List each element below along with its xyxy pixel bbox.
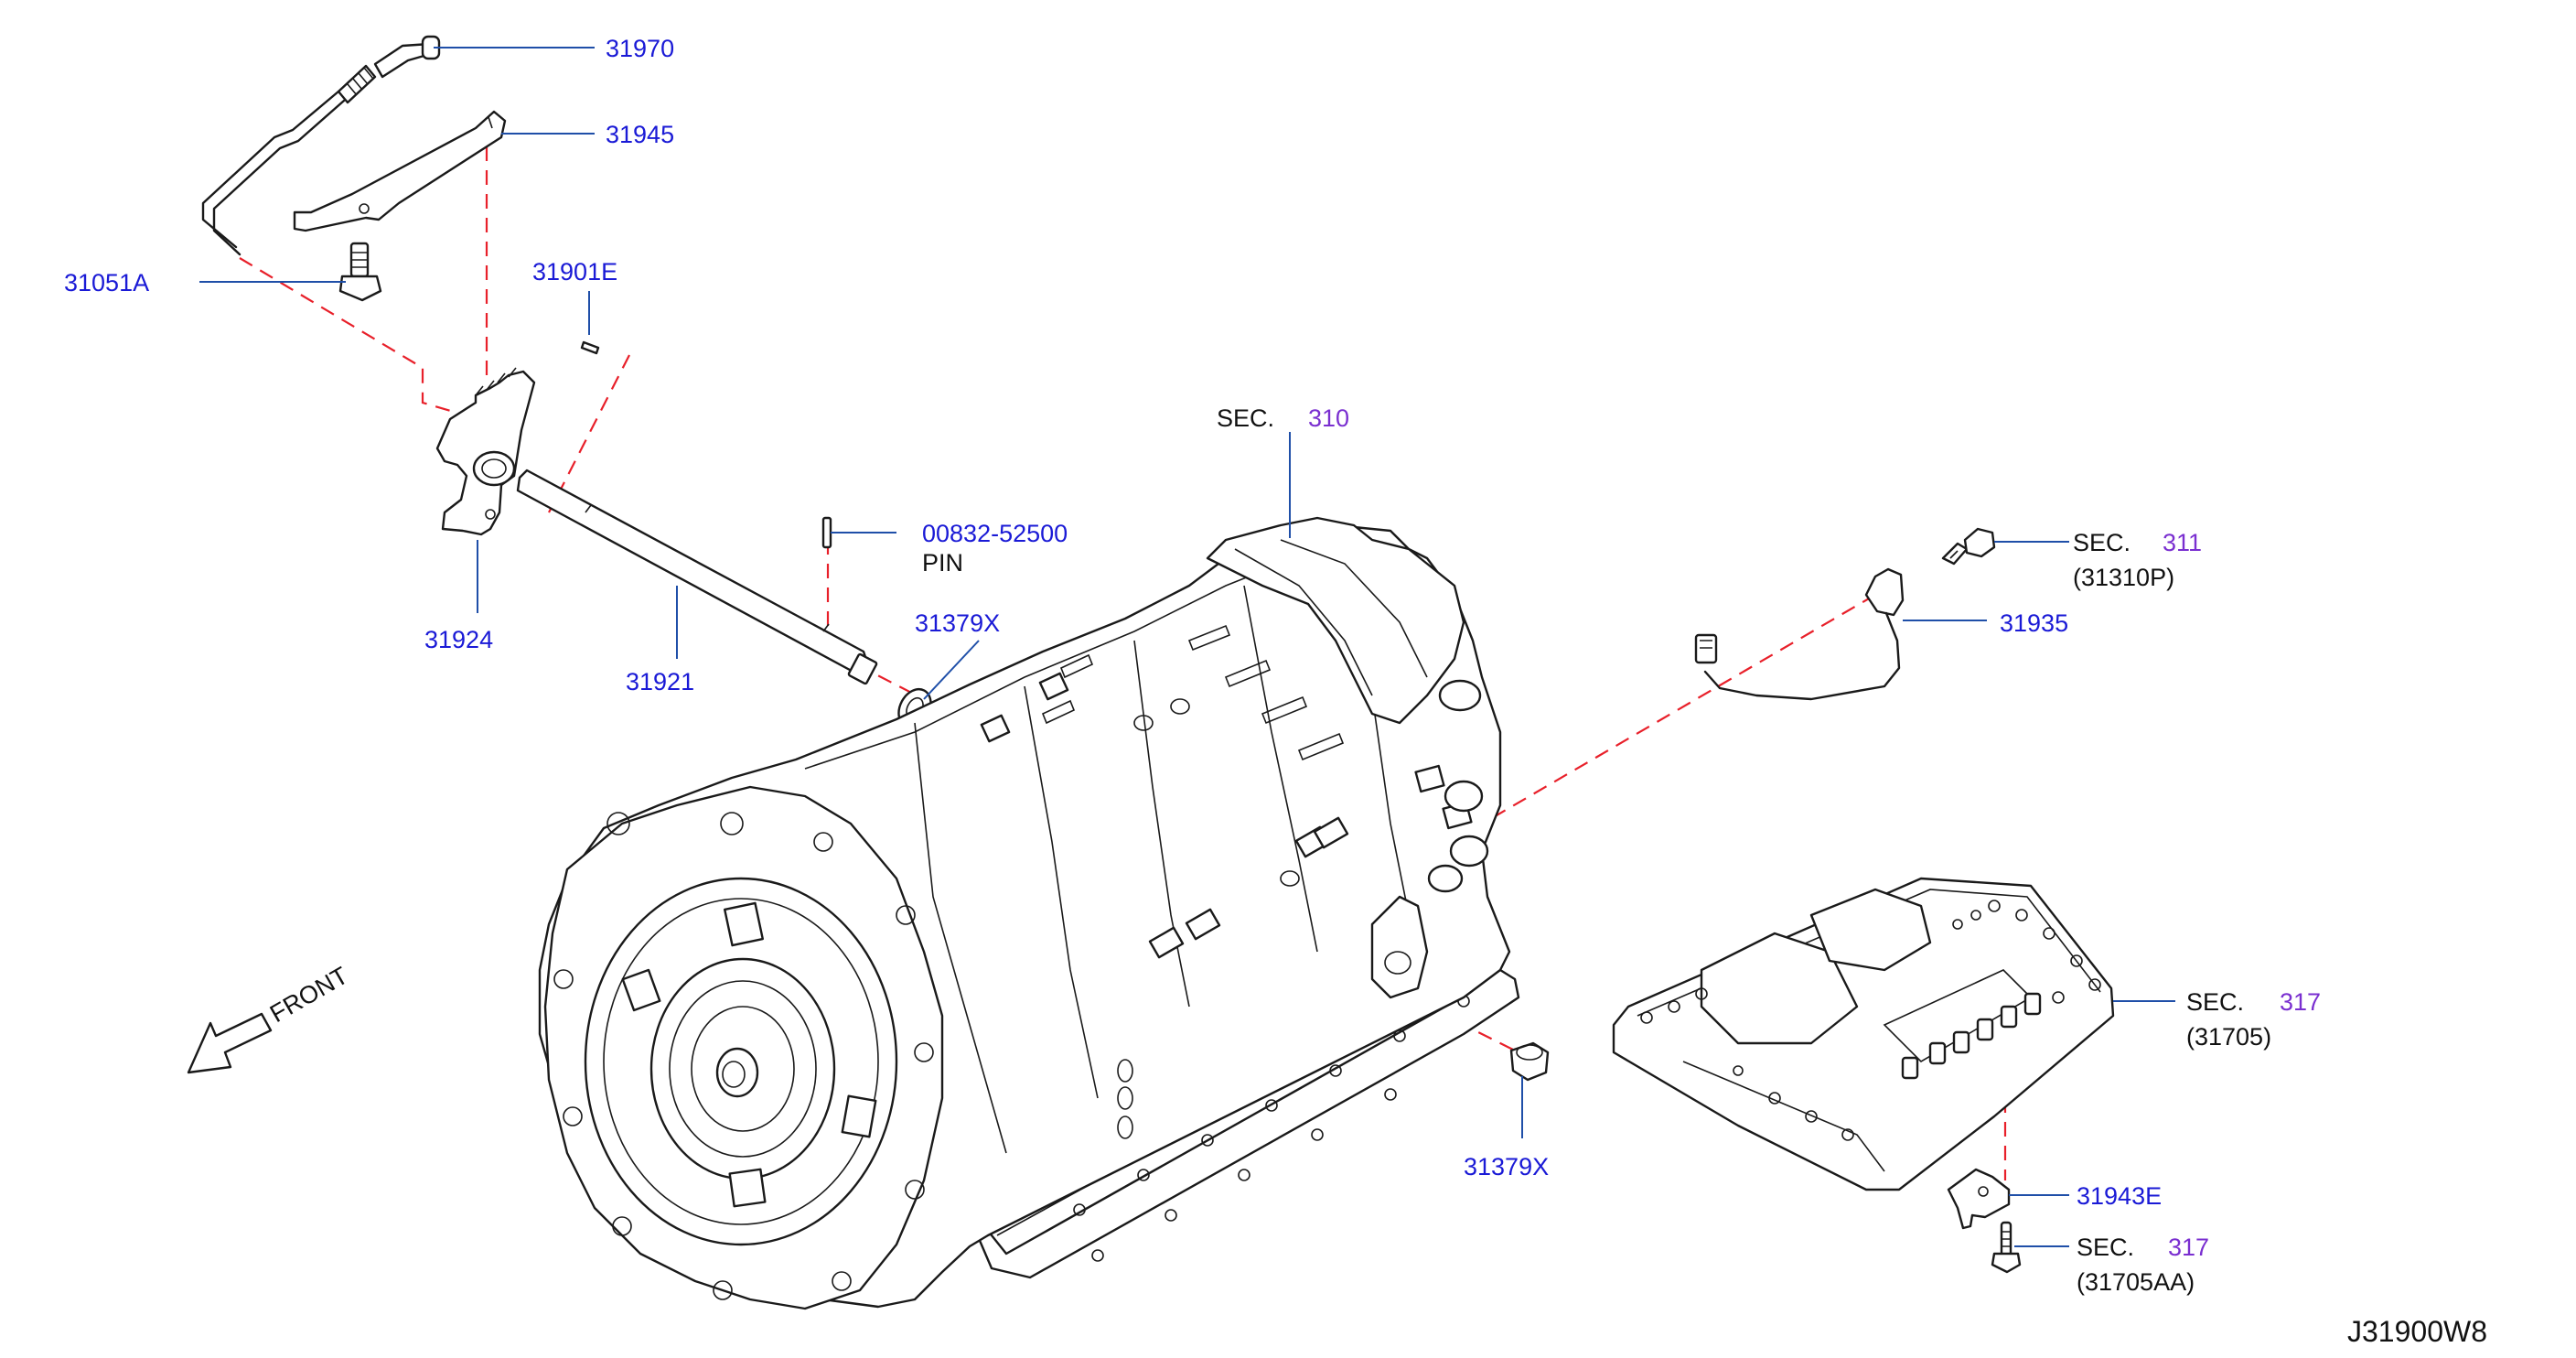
label-sec317b-number: 317: [2168, 1234, 2209, 1261]
label-sec317-prefix: SEC.: [2186, 988, 2244, 1016]
part-31943e-bracket[interactable]: [1947, 1168, 2011, 1230]
part-31970-rod[interactable]: [201, 35, 441, 256]
label-sec311-number: 311: [2163, 529, 2202, 556]
label-sec311-prefix: SEC.: [2073, 529, 2131, 556]
label-sec310-number: 310: [1308, 404, 1349, 432]
label-sec317-number: 317: [2280, 988, 2321, 1016]
valve-body-assembly[interactable]: [1612, 877, 2115, 1191]
part-31379x-seal-bottom[interactable]: [1509, 1041, 1550, 1082]
label-31943e: 31943E: [2077, 1182, 2162, 1210]
part-31924-lever[interactable]: [435, 367, 536, 536]
label-sec317-ref: (31705): [2186, 1023, 2271, 1051]
label-31945: 31945: [606, 121, 674, 148]
label-sec311-ref: (31310P): [2073, 564, 2174, 591]
label-00832-52500: 00832-52500: [922, 520, 1068, 547]
part-31945-bracket[interactable]: [293, 110, 507, 232]
label-31379x-top: 31379X: [915, 609, 1000, 637]
front-arrow-icon: [187, 1012, 273, 1074]
part-sec311-bolt[interactable]: [1941, 527, 1996, 566]
label-31051a: 31051A: [64, 269, 149, 296]
label-sec317b-prefix: SEC.: [2077, 1234, 2134, 1261]
transmission-assembly[interactable]: [538, 516, 1520, 1310]
label-pin: PIN: [922, 549, 963, 577]
label-31924: 31924: [424, 626, 493, 653]
label-front: FRONT: [265, 962, 353, 1028]
callout-labels: 31970 31945 31051A 31901E 31924 31921 00…: [64, 35, 2487, 1348]
label-31970: 31970: [606, 35, 674, 62]
label-31921: 31921: [626, 668, 694, 695]
part-31921-shaft[interactable]: [516, 469, 878, 685]
diagram-id: J31900W8: [2347, 1315, 2487, 1348]
label-sec310-prefix: SEC.: [1217, 404, 1274, 432]
part-sec317-bolt[interactable]: [1991, 1221, 2022, 1274]
part-31901e-pin[interactable]: [580, 340, 600, 355]
part-31935-sensor[interactable]: [1694, 567, 1905, 701]
label-sec317b-ref: (31705AA): [2077, 1268, 2195, 1296]
leader-lines: [199, 47, 2175, 1247]
label-31379x-bottom: 31379X: [1464, 1153, 1549, 1180]
part-00832-52500-pin[interactable]: [821, 516, 832, 549]
part-31051a-bolt[interactable]: [338, 242, 382, 302]
label-31901e: 31901E: [532, 258, 617, 286]
label-31935: 31935: [2000, 609, 2068, 637]
